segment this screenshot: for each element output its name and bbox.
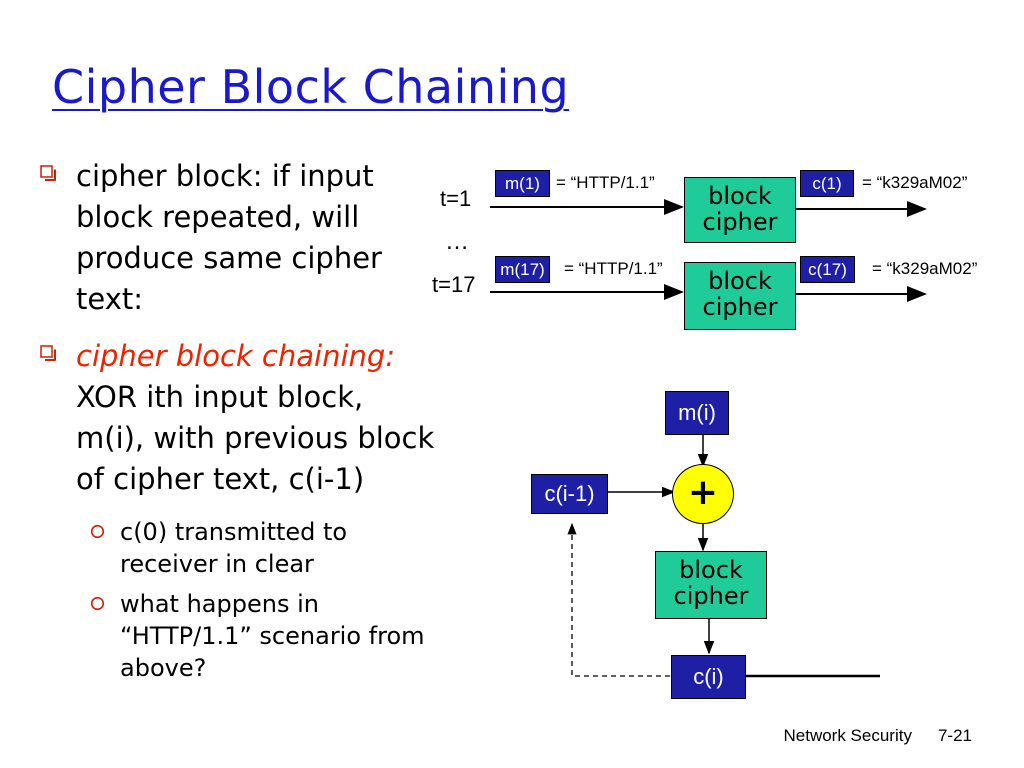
m1-value: = “HTTP/1.1”: [556, 173, 655, 192]
prev-cipher-box: c(i-1): [531, 474, 608, 514]
ellipsis-label: …: [445, 228, 469, 255]
checkbox-bullet-icon: [40, 165, 56, 181]
subbullet-item: c(0) transmitted to receiver in clear: [40, 516, 435, 580]
xor-plus-icon: +: [687, 472, 719, 513]
t1-label: t=1: [440, 186, 472, 211]
footer-label: Network Security: [783, 726, 912, 745]
block-cipher-box-1: block cipher: [684, 177, 796, 243]
bullet-item: cipher block chaining: XOR ith input blo…: [40, 336, 435, 500]
block-cipher-line1: block: [708, 267, 772, 295]
page-number: 7-21: [937, 726, 972, 745]
m17-value: = “HTTP/1.1”: [564, 259, 663, 278]
c1-value: = “k329aM02”: [862, 173, 968, 192]
block-cipher-box-17: block cipher: [684, 262, 796, 330]
ci-box: c(i): [671, 655, 746, 699]
block-cipher-box-cbc: block cipher: [655, 551, 767, 619]
block-cipher-line2: cipher: [702, 293, 778, 321]
feedback-dashed-arrow: [567, 522, 670, 677]
block-cipher-line2: cipher: [673, 582, 749, 610]
slide-title: Cipher Block Chaining: [52, 60, 570, 114]
mi-box: m(i): [665, 391, 729, 435]
bullet-item: cipher block: if input block repeated, w…: [40, 156, 435, 320]
checkbox-bullet-icon: [40, 345, 56, 361]
circle-bullet-icon: [90, 524, 105, 539]
block-cipher-line2: cipher: [702, 208, 778, 236]
c17-value: = “k329aM02”: [872, 259, 978, 278]
block-cipher-line1: block: [708, 182, 772, 210]
m17-box: m(17): [495, 256, 550, 283]
bullet-text: cipher block: if input block repeated, w…: [76, 159, 382, 316]
subbullet-text: c(0) transmitted to receiver in clear: [120, 518, 348, 578]
subbullet-item: what happens in “HTTP/1.1” scenario from…: [40, 588, 435, 684]
bullet-list: cipher block: if input block repeated, w…: [40, 156, 435, 692]
xor-circle: +: [672, 464, 734, 524]
m1-box: m(1): [495, 170, 550, 197]
bullet-text: XOR ith input block, m(i), with previous…: [76, 380, 435, 496]
subbullet-text: what happens in “HTTP/1.1” scenario from…: [120, 590, 425, 682]
bullet-highlight: cipher block chaining:: [76, 339, 396, 373]
footer: Network Security 7-21: [757, 726, 972, 746]
t17-label: t=17: [432, 272, 476, 297]
c1-box: c(1): [800, 170, 854, 197]
c17-box: c(17): [800, 256, 855, 283]
circle-bullet-icon: [90, 596, 105, 611]
block-cipher-line1: block: [679, 556, 743, 584]
